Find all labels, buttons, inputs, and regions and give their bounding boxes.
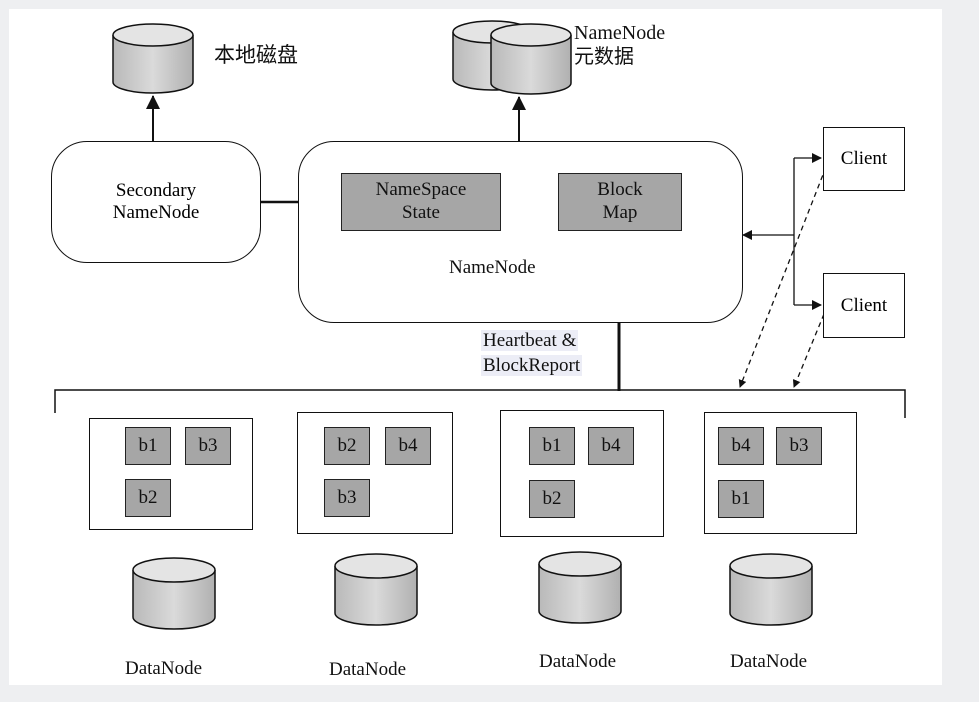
datanode-3-block: b2	[529, 480, 575, 518]
datanode-2-block: b3	[324, 479, 370, 517]
local-disk-cylinder-icon	[112, 23, 194, 94]
block-map-box: Block Map	[558, 173, 682, 231]
datanode-2-block: b2	[324, 427, 370, 465]
datanode-3-block: b4	[588, 427, 634, 465]
datanode-1-label: DataNode	[125, 658, 203, 679]
heartbeat-label: Heartbeat & BlockReport	[481, 329, 583, 378]
datanode-3-block: b1	[529, 427, 575, 465]
metadata-label: NameNode 元数据	[574, 21, 665, 69]
datanode-4-block: b1	[718, 480, 764, 518]
namespace-state-line1: NameSpace	[375, 179, 467, 201]
datanode-1-block: b3	[185, 427, 231, 465]
client-box-1: Client	[823, 127, 905, 191]
namenode-metadata-cylinders-icon	[452, 20, 572, 95]
block-map-line1: Block	[597, 179, 643, 201]
metadata-label-line2: 元数据	[574, 46, 634, 68]
hdfs-architecture-diagram: 本地磁盘 NameNode 元数据 Secondary NameNode Nam…	[9, 9, 942, 685]
datanode-3-cylinder-icon	[538, 551, 622, 624]
datanode-1-block: b2	[125, 479, 171, 517]
datanode-3-label: DataNode	[539, 651, 617, 672]
namenode-label: NameNode	[449, 257, 536, 278]
diagram-connectors	[54, 20, 906, 630]
heartbeat-label-line1: Heartbeat &	[481, 330, 579, 351]
namenode-box	[298, 141, 743, 323]
secondary-namenode-line2: NameNode	[112, 202, 200, 223]
secondary-namenode-line1: Secondary	[115, 180, 197, 201]
datanode-1-cylinder-icon	[132, 557, 216, 630]
datanode-3-box	[500, 410, 664, 537]
datanode-2-cylinder-icon	[334, 553, 418, 626]
heartbeat-label-line2: BlockReport	[481, 354, 583, 376]
datanode-4-block: b3	[776, 427, 822, 465]
client-box-2: Client	[823, 273, 905, 338]
secondary-namenode-box: Secondary NameNode	[51, 141, 261, 263]
datanode-4-label: DataNode	[730, 651, 808, 672]
block-map-line2: Map	[602, 202, 638, 223]
datanode-2-block: b4	[385, 427, 431, 465]
namespace-state-line2: State	[401, 202, 440, 223]
datanode-4-block: b4	[718, 427, 764, 465]
datanode-2-label: DataNode	[329, 659, 407, 680]
datanode-1-block: b1	[125, 427, 171, 465]
local-disk-label: 本地磁盘	[214, 43, 298, 67]
datanode-4-cylinder-icon	[729, 553, 813, 626]
datanode-bus-line	[54, 389, 906, 418]
metadata-label-line1: NameNode	[574, 22, 666, 44]
namespace-state-box: NameSpace State	[341, 173, 501, 231]
client2-data-dashed-arrow	[792, 306, 831, 388]
client1-data-dashed-arrow	[738, 159, 833, 388]
